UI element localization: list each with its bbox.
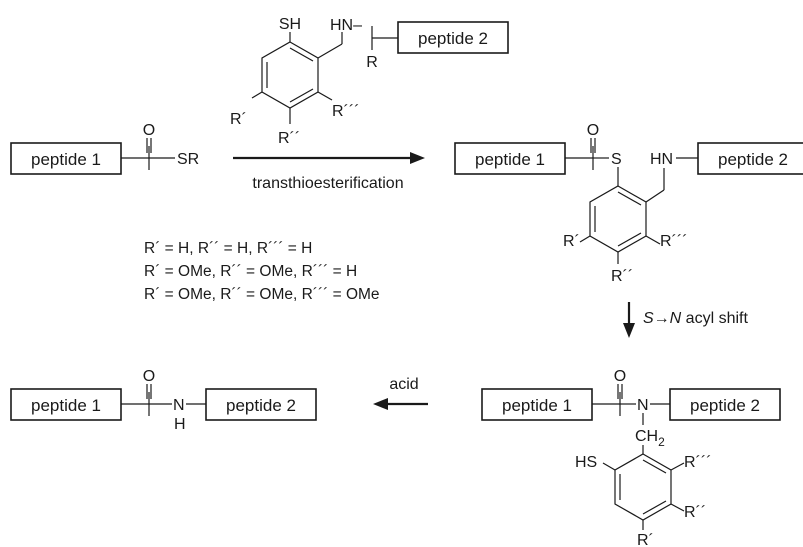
side-chain-r: R [366, 54, 378, 71]
substituent-r1: R´ [230, 111, 247, 128]
benzene-ring [614, 453, 672, 521]
aromatic-bond [289, 47, 314, 62]
aromatic-bond [642, 459, 667, 474]
oxygen-atom: O [143, 368, 155, 385]
benzene-ring [589, 185, 647, 253]
amide-hydrogen: H [174, 416, 186, 433]
native-peptide-product: peptide 1 O N H peptide 2 [10, 368, 317, 433]
thiol-hs: HS [575, 454, 597, 471]
substituent-r1: R´ [637, 532, 654, 547]
aromatic-bond [617, 232, 642, 247]
substituent-r3: R´´´ [660, 233, 688, 250]
amine-hn: HN [650, 151, 673, 168]
oxygen-atom: O [587, 122, 599, 139]
reaction-arrow-2: S→N acyl shift [623, 302, 748, 338]
sulfur-atom: S [611, 151, 622, 168]
thioester-reactant: peptide 1 O SR [10, 122, 199, 175]
peptide2-box [669, 388, 781, 421]
peptide1-label: peptide 1 [31, 396, 101, 415]
substituent-r2: R´´ [684, 504, 706, 521]
amide-intermediate: peptide 1 O N peptide 2 CH2 HS R´´´ R´´ … [481, 368, 781, 547]
thiol-sh: SH [279, 16, 301, 33]
peptide2-box [697, 142, 803, 175]
nitrogen-atom: N [637, 397, 649, 414]
bond [317, 91, 333, 101]
bond [670, 503, 685, 512]
peptide2-label: peptide 2 [690, 396, 760, 415]
peptide1-label: peptide 1 [31, 150, 101, 169]
peptide2-label: peptide 2 [418, 29, 488, 48]
reaction-arrow-1: transthioesterification [233, 152, 425, 192]
thioester-sr: SR [177, 151, 199, 168]
peptide1-box [10, 142, 122, 175]
amine-hn: HN– [330, 17, 362, 34]
substituent-r3: R´´´ [332, 103, 360, 120]
condition-transthioesterification: transthioesterification [252, 175, 403, 192]
condition-acid: acid [389, 376, 418, 393]
bond [317, 43, 343, 59]
aromatic-bond [642, 500, 667, 515]
substituent-definitions: R´ = H, R´´ = H, R´´´ = H R´ = OMe, R´´ … [144, 240, 380, 303]
substituent-r3: R´´´ [684, 454, 712, 471]
nitrogen-atom: N [173, 397, 185, 414]
oxygen-atom: O [143, 122, 155, 139]
substituent-r2: R´´ [611, 268, 633, 285]
peptide1-box [454, 142, 566, 175]
substituent-r1: R´ [563, 233, 580, 250]
substituent-set-1: R´ = H, R´´ = H, R´´´ = H [144, 240, 312, 257]
auxiliary-reagent: SH HN– R peptide 2 R´ R´´´ R´´ [230, 16, 509, 147]
peptide1-label: peptide 1 [475, 150, 545, 169]
bond [602, 462, 616, 471]
peptide2-label: peptide 2 [226, 396, 296, 415]
benzene-ring [261, 41, 319, 109]
bond [645, 189, 665, 203]
bond [579, 235, 591, 243]
oxygen-atom: O [614, 368, 626, 385]
bond [251, 91, 263, 99]
bond [670, 462, 685, 471]
methylene-ch2: CH2 [635, 428, 665, 449]
aromatic-bond [617, 191, 642, 206]
thioester-intermediate: peptide 1 O S HN peptide 2 R´ R´´´ R´´ [454, 122, 803, 285]
aromatic-bond [289, 88, 314, 103]
peptide2-box [205, 388, 317, 421]
bond [645, 235, 661, 245]
condition-acyl-shift: S→N acyl shift [643, 310, 748, 327]
substituent-r2: R´´ [278, 130, 300, 147]
peptide2-box [397, 21, 509, 54]
substituent-set-2: R´ = OMe, R´´ = OMe, R´´´ = H [144, 263, 357, 280]
substituent-set-3: R´ = OMe, R´´ = OMe, R´´´ = OMe [144, 286, 380, 303]
reaction-arrow-3: acid [373, 376, 428, 410]
peptide1-box [481, 388, 593, 421]
peptide2-label: peptide 2 [718, 150, 788, 169]
peptide1-label: peptide 1 [502, 396, 572, 415]
